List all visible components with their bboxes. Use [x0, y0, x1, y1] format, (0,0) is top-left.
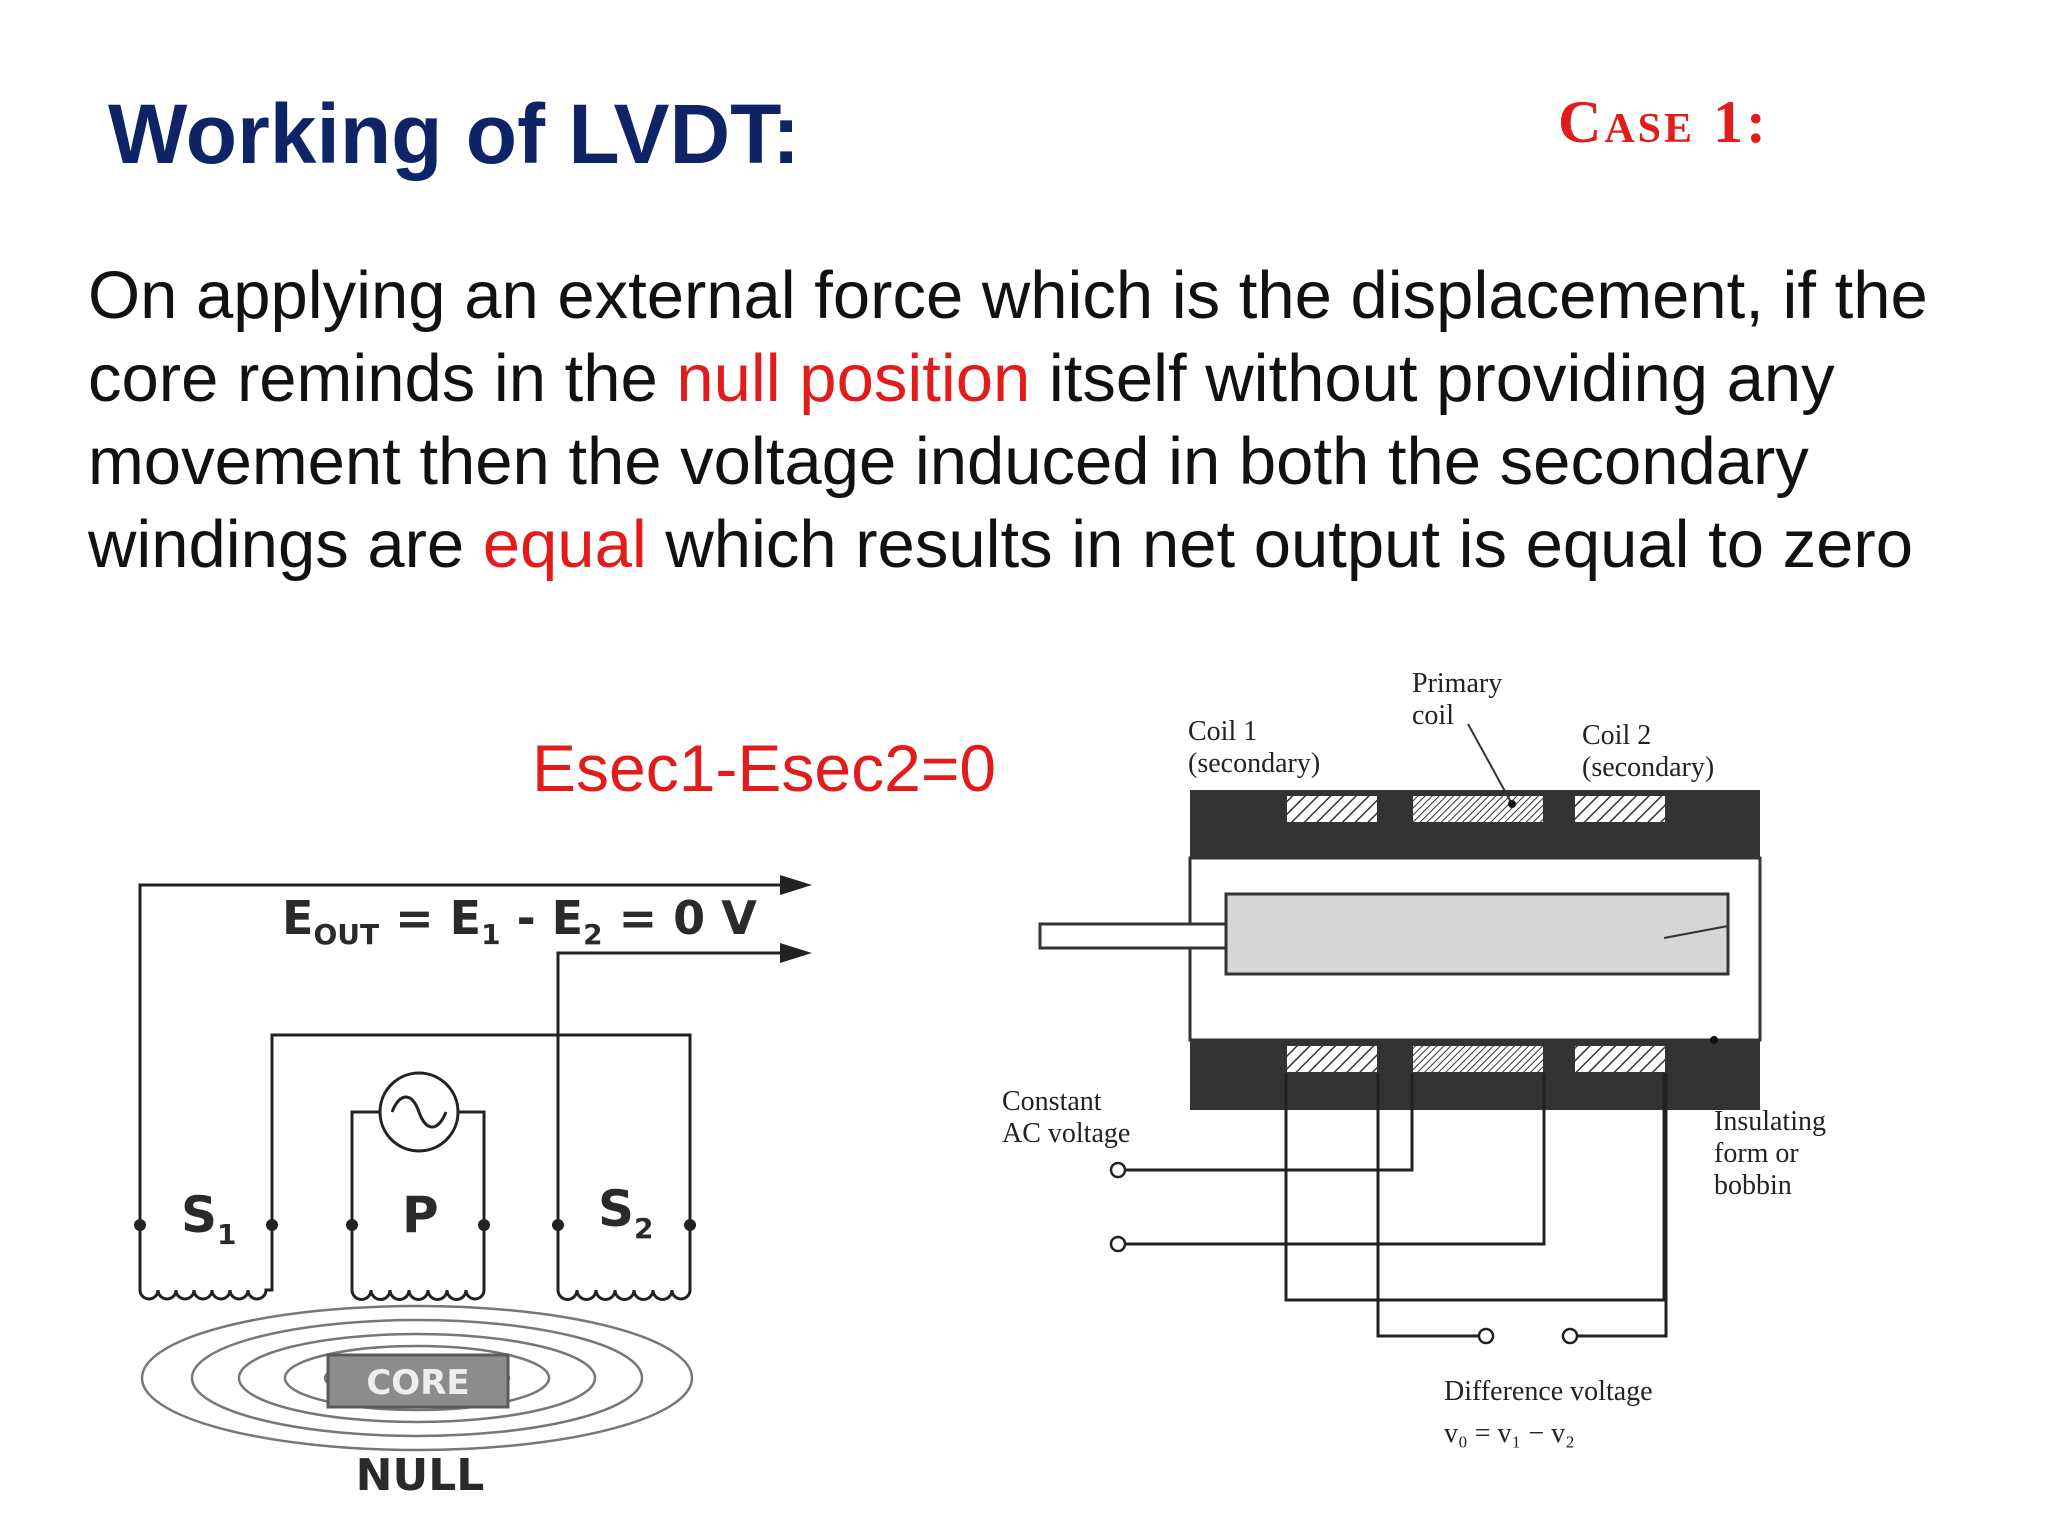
null-label: NULL	[356, 1450, 485, 1501]
coil2-label-2: (secondary)	[1582, 752, 1714, 783]
arrow-top-icon	[780, 875, 812, 895]
slide-title: Working of LVDT:	[108, 87, 801, 181]
insulating-label-3: bobbin	[1714, 1170, 1792, 1201]
primary-lead-left	[350, 1110, 380, 1220]
highlight-null-position: null position	[676, 341, 1031, 416]
series-connection	[270, 1033, 692, 1220]
p-label: P	[402, 1186, 439, 1244]
right-cross-section	[1038, 723, 1762, 1345]
s1-coil	[138, 1220, 274, 1301]
s1-label: S1	[181, 1186, 237, 1251]
core-label: CORE	[366, 1363, 469, 1403]
paragraph-text-3: which results in net output is equal to …	[646, 507, 1913, 582]
paragraph-text-2: itself without providing any movement th…	[88, 341, 1835, 582]
p-coil	[350, 1220, 486, 1301]
constant-ac-label-1: Constant	[1002, 1086, 1102, 1117]
sine-wave-icon	[390, 1095, 448, 1129]
coil1-bottom	[1285, 1044, 1379, 1074]
output-line-top	[138, 883, 790, 1220]
coil1-top	[1285, 794, 1379, 824]
coil2-label-1: Coil 2	[1582, 720, 1651, 751]
difference-formula: v₀ = v₁ − v₂	[1444, 1418, 1575, 1449]
constant-ac-label-2: AC voltage	[1002, 1118, 1130, 1149]
paragraph-text-1: On applying an external force which is t…	[88, 258, 1928, 416]
output-line-bottom	[556, 951, 790, 1220]
s2-label: S2	[598, 1180, 654, 1245]
primary-lead-right	[458, 1110, 486, 1220]
coil1-label-2: (secondary)	[1188, 748, 1320, 779]
moving-core	[1224, 892, 1730, 976]
difference-voltage-label: Difference voltage	[1444, 1376, 1653, 1407]
s2-coil	[556, 1220, 692, 1301]
wiring	[1126, 1073, 1668, 1338]
output-equation: EOUT = E1 - E2 = 0 V	[282, 891, 757, 951]
core-rod	[1038, 922, 1228, 950]
left-schematic	[134, 875, 812, 1452]
highlight-equal: equal	[482, 507, 647, 582]
terminals-icon	[1109, 1161, 1579, 1345]
coil2-top	[1573, 794, 1667, 824]
ac-source-icon	[378, 1071, 460, 1153]
insulating-label-2: form or	[1714, 1138, 1799, 1169]
null-equation: Esec1-Esec2=0	[532, 731, 997, 805]
right-labels: Primary coil Coil 1 (secondary) Coil 2 (…	[1002, 668, 1826, 1449]
terminal-dots	[134, 1219, 696, 1231]
primary-top	[1411, 794, 1545, 824]
insulating-label-1: Insulating	[1714, 1106, 1826, 1137]
core-block	[326, 1353, 510, 1409]
coil1-label-1: Coil 1	[1188, 716, 1257, 747]
coil2-bottom	[1573, 1044, 1667, 1074]
primary-coil-label-1: Primary	[1412, 668, 1502, 699]
description-paragraph: On applying an external force which is t…	[88, 254, 1968, 586]
case-label: Case 1:	[1558, 89, 1770, 155]
arrow-bottom-icon	[780, 943, 812, 963]
primary-coil-label-2: coil	[1412, 700, 1454, 731]
primary-bottom	[1411, 1044, 1545, 1074]
